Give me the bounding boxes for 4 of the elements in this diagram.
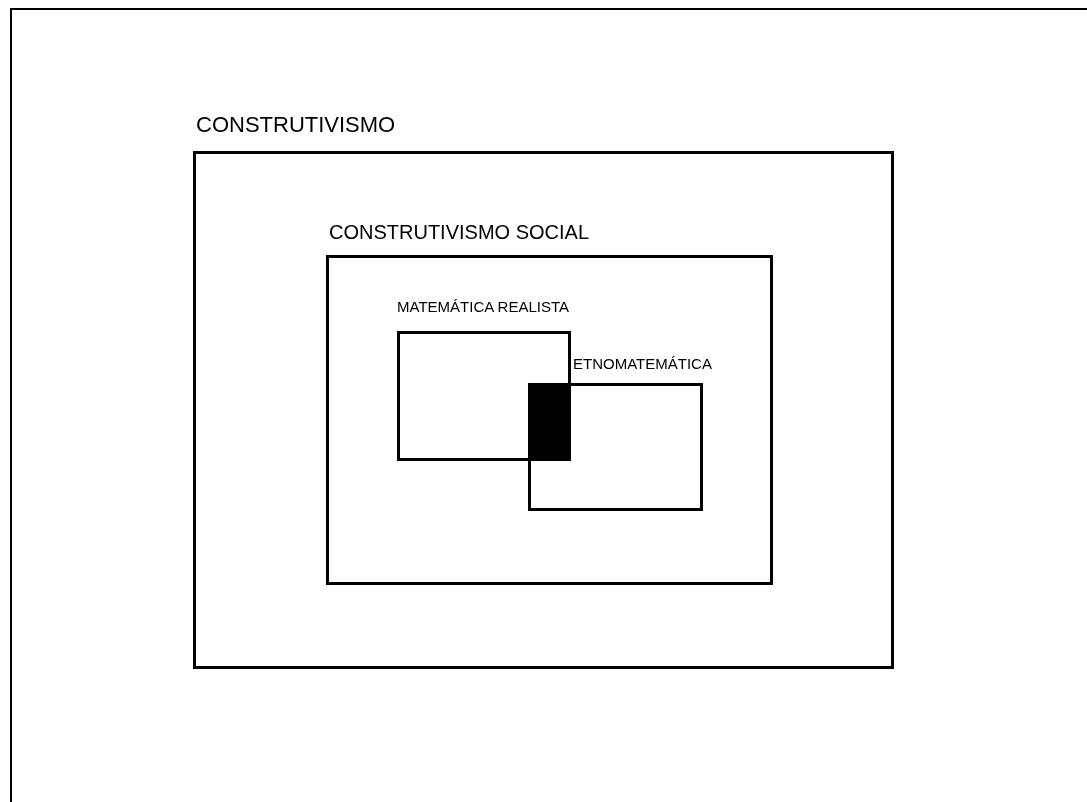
group-heading: CONSTRUTIVISMO <box>196 114 396 136</box>
group-heading: CONSTRUTIVISMO SOCIAL <box>329 222 590 242</box>
group-heading: MATEMÁTICA REALISTA <box>397 299 569 314</box>
group-heading: ETNOMATEMÁTICA <box>573 356 712 371</box>
